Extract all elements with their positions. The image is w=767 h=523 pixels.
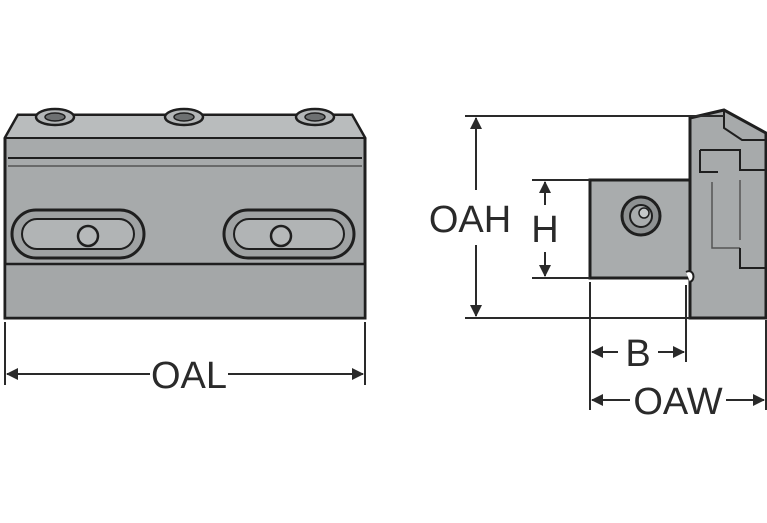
front-view-base (3, 262, 367, 320)
screw-head-2 (163, 107, 205, 127)
mounting-slot-right (222, 208, 356, 260)
label-b: B (625, 333, 650, 375)
mounting-slot-left (10, 208, 146, 260)
label-oal: OAL (151, 355, 227, 397)
dimension-h: H (531, 179, 590, 279)
label-oah: OAH (429, 199, 511, 241)
label-h: H (531, 209, 558, 251)
side-view-screw (620, 195, 662, 237)
front-view-top-rail (3, 114, 367, 139)
side-view-rail (688, 108, 767, 320)
screw-head-1 (34, 107, 76, 127)
label-oaw: OAW (633, 381, 722, 423)
front-view (3, 107, 367, 320)
dimension-oah: OAH (429, 115, 724, 319)
dimension-oaw: OAW (591, 320, 767, 423)
screw-head-3 (294, 107, 336, 127)
dimension-b: B (589, 282, 687, 410)
dimension-oal: OAL (4, 322, 366, 397)
side-view (588, 108, 767, 320)
